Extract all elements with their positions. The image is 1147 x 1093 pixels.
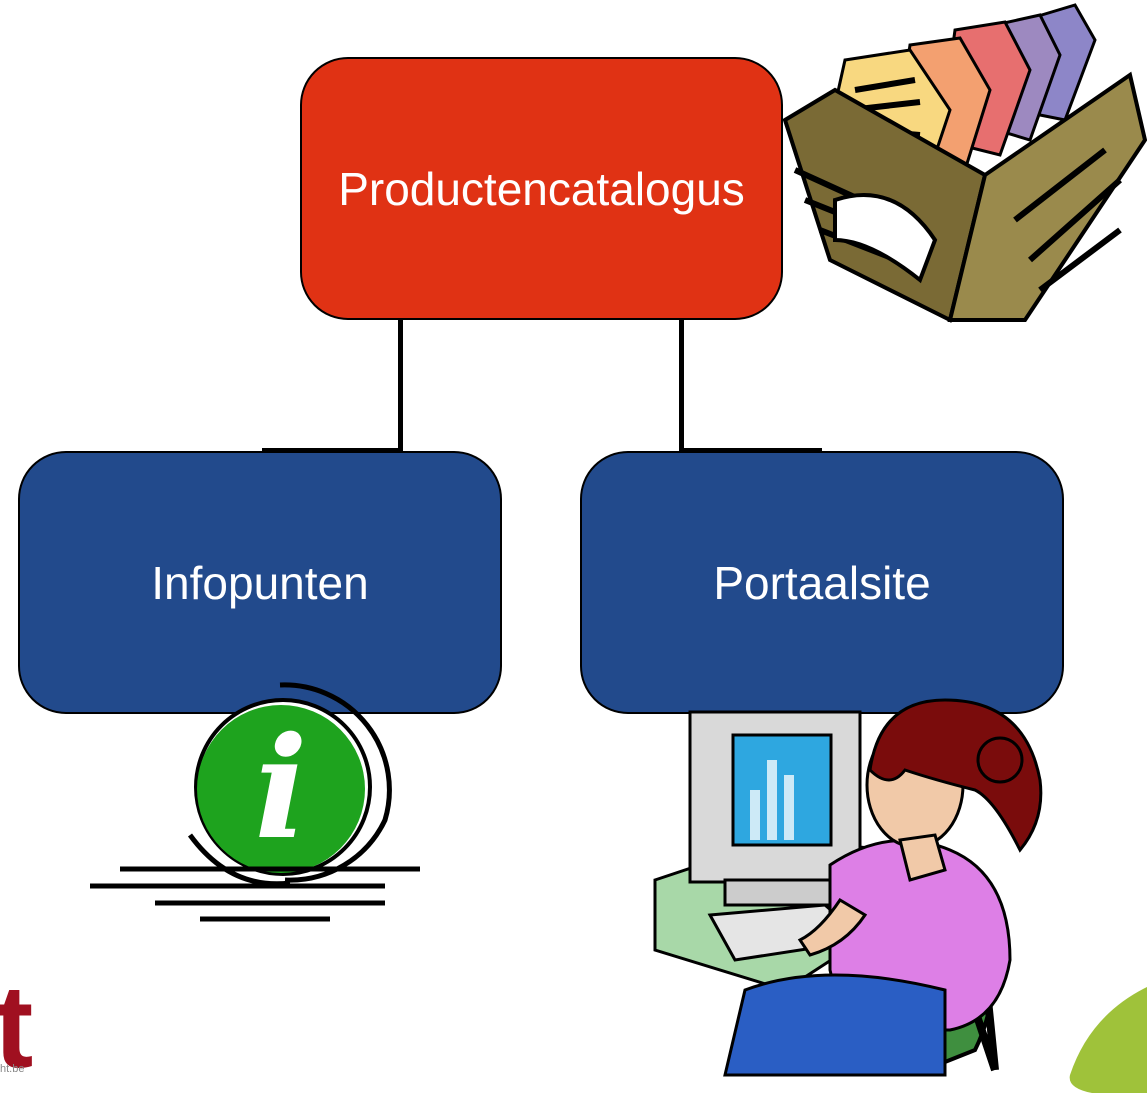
logo-url: ht.be bbox=[0, 1063, 25, 1075]
node-productencatalogus: Productencatalogus bbox=[300, 57, 783, 320]
node-productencatalogus-label: Productencatalogus bbox=[338, 162, 745, 215]
leaf-accent-icon bbox=[1069, 987, 1147, 1093]
card-file-box-icon bbox=[782, 3, 1147, 323]
node-infopunten-label: Infopunten bbox=[151, 556, 369, 609]
node-infopunten: Infopunten bbox=[18, 451, 502, 714]
logo-letter: t bbox=[0, 961, 33, 1093]
svg-text:i: i bbox=[254, 707, 307, 871]
connector-top-to-left bbox=[398, 320, 403, 452]
info-i-icon: i bbox=[90, 682, 420, 922]
node-portaalsite-label: Portaalsite bbox=[713, 556, 931, 609]
connector-stub-left bbox=[262, 448, 402, 452]
node-portaalsite: Portaalsite bbox=[580, 451, 1064, 714]
connector-stub-right bbox=[679, 448, 822, 452]
connector-top-to-right bbox=[679, 320, 684, 452]
woman-at-computer-icon bbox=[653, 698, 1043, 1077]
